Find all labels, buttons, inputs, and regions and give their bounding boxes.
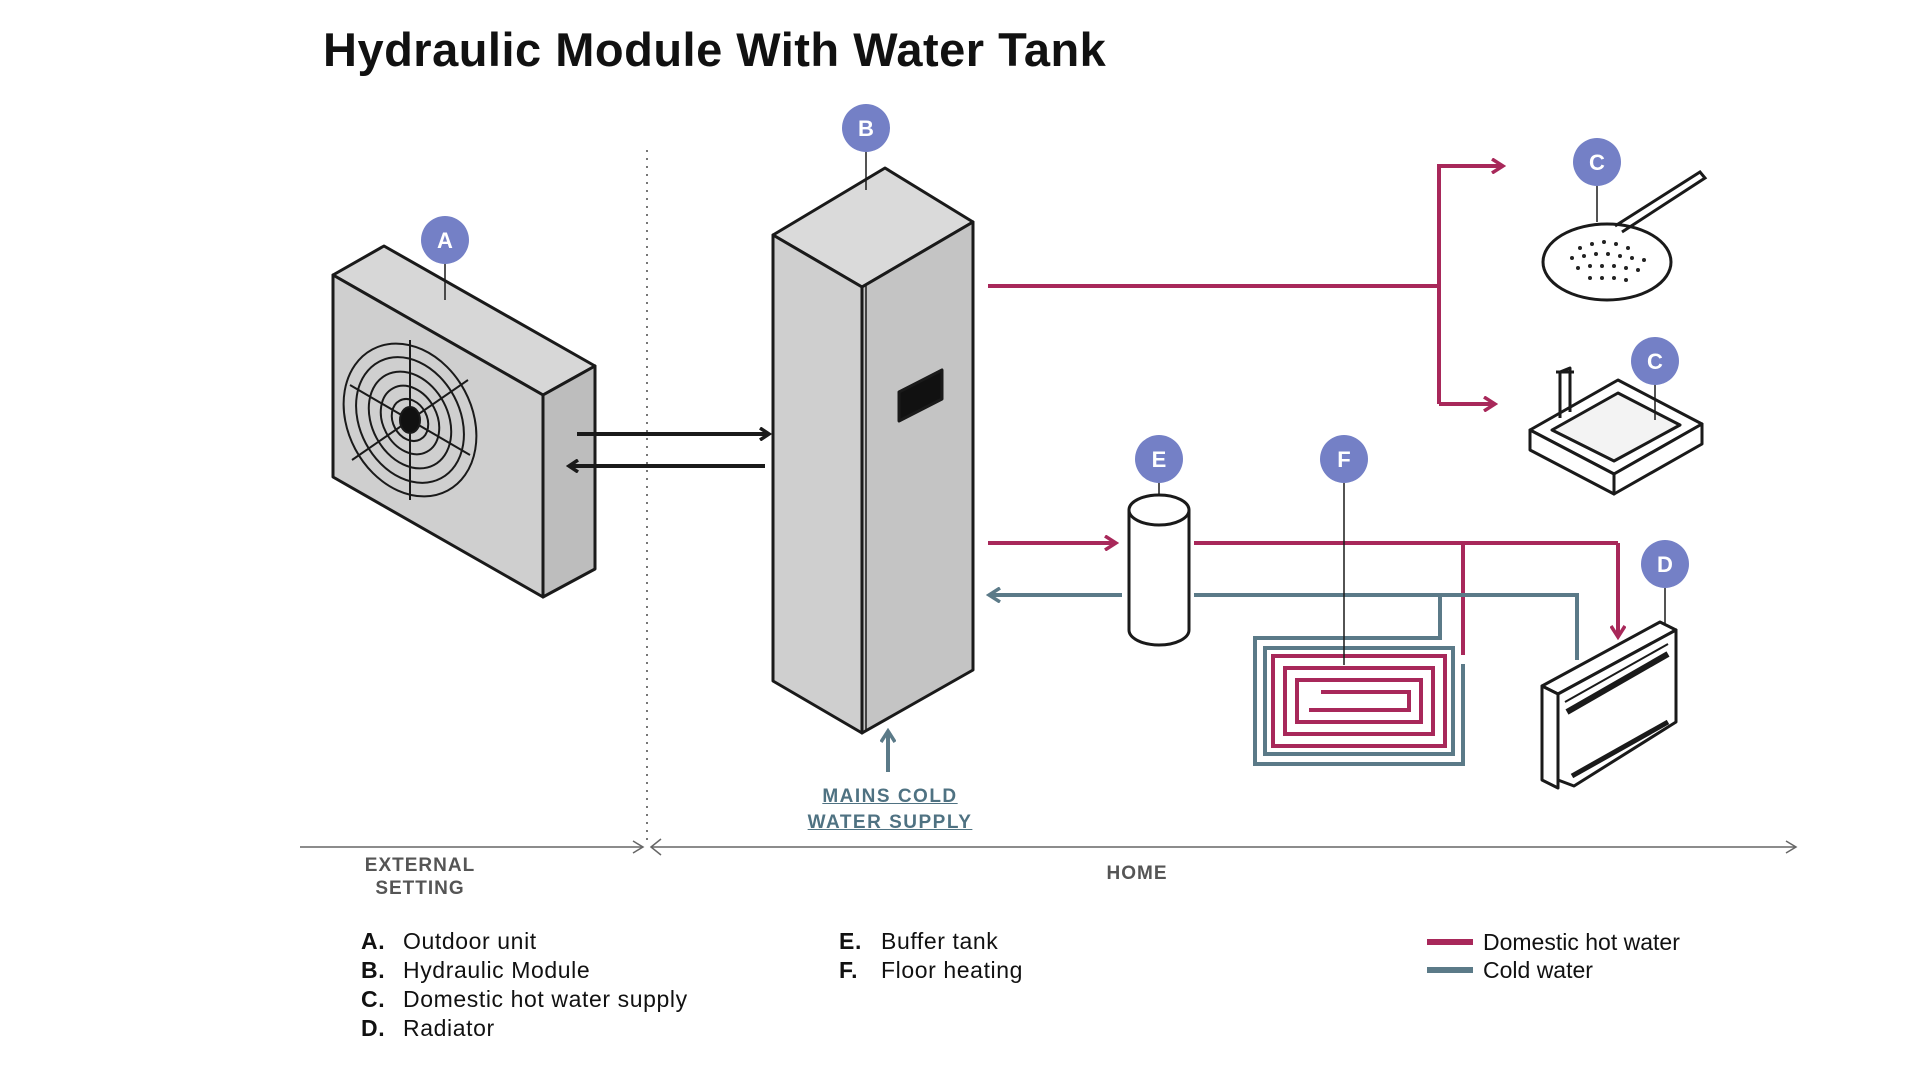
zone-arrows — [300, 838, 1798, 856]
badge-b-label: B — [858, 116, 874, 141]
legend-label: Buffer tank — [881, 928, 999, 954]
legend-item-d: D. Radiator — [361, 1015, 688, 1044]
mains-label-line2: WATER SUPPLY — [807, 812, 973, 833]
zone-label-external: EXTERNAL SETTING — [340, 854, 500, 900]
heating-cold-pipes — [1194, 593, 1579, 766]
buffer-tank — [1127, 493, 1191, 647]
zone-label-external-line1: EXTERNAL — [364, 855, 476, 876]
cold-water-swatch — [1427, 967, 1473, 973]
sink-icon — [1528, 366, 1704, 496]
key-item-cold: Cold water — [1427, 956, 1680, 984]
floor-heating-coil — [1263, 646, 1455, 756]
legend-label: Hydraulic Module — [403, 957, 591, 983]
legend-key: E. — [839, 928, 862, 954]
key-label-cold: Cold water — [1483, 956, 1593, 983]
badge-d: D — [1641, 540, 1689, 588]
color-key: Domestic hot water Cold water — [1427, 928, 1680, 984]
hydraulic-module — [771, 166, 975, 735]
legend-label: Radiator — [403, 1015, 495, 1041]
legend-key: F. — [839, 957, 859, 983]
badge-leaders — [444, 149, 1666, 665]
legend-item-b: B. Hydraulic Module — [361, 957, 688, 986]
legend-label: Domestic hot water supply — [403, 986, 688, 1012]
legend-key: B. — [361, 957, 386, 983]
key-item-hot: Domestic hot water — [1427, 928, 1680, 956]
legend-key: C. — [361, 986, 386, 1012]
legend-label: Outdoor unit — [403, 928, 537, 954]
badge-e: E — [1135, 435, 1183, 483]
legend-key: D. — [361, 1015, 386, 1041]
badge-c-sink: C — [1631, 337, 1679, 385]
mains-label-line1: MAINS COLD — [822, 786, 958, 807]
badge-a: A — [421, 216, 469, 264]
badge-d-label: D — [1657, 552, 1673, 577]
radiator-icon — [1540, 620, 1678, 790]
badge-b: B — [842, 104, 890, 152]
hot-water-swatch — [1427, 939, 1473, 945]
badge-a-label: A — [437, 228, 453, 253]
heating-hot-pipes — [1194, 541, 1618, 655]
zone-label-external-line2: SETTING — [375, 878, 465, 899]
legend-item-c: C. Domestic hot water supply — [361, 986, 688, 1015]
display-panel — [897, 368, 944, 423]
badge-f: F — [1320, 435, 1368, 483]
legend-column-1: A. Outdoor unit B. Hydraulic Module C. Dome… — [361, 928, 688, 1044]
outdoor-unit — [331, 244, 597, 599]
badge-f-label: F — [1337, 447, 1350, 472]
hot-water-supply-pipes — [988, 166, 1502, 404]
legend-label: Floor heating — [881, 957, 1024, 983]
fan-icon — [342, 340, 478, 500]
badge-e-label: E — [1152, 447, 1167, 472]
key-label-hot: Domestic hot water — [1483, 928, 1680, 955]
shower-icon — [1541, 170, 1708, 302]
badge-c-shower: C — [1573, 138, 1621, 186]
zone-label-home: HOME — [1106, 863, 1168, 884]
badge-c1-label: C — [1589, 150, 1605, 175]
page-title: Hydraulic Module With Water Tank — [323, 23, 1107, 76]
legend-item-a: A. Outdoor unit — [361, 928, 688, 957]
legend-item-f: F. Floor heating — [839, 957, 1023, 986]
legend-item-e: E. Buffer tank — [839, 928, 1023, 957]
legend-key: A. — [361, 928, 386, 954]
badge-c2-label: C — [1647, 349, 1663, 374]
mains-cold-water-label: MAINS COLD WATER SUPPLY — [780, 784, 1000, 836]
legend-column-2: E. Buffer tank F. Floor heating — [839, 928, 1023, 986]
